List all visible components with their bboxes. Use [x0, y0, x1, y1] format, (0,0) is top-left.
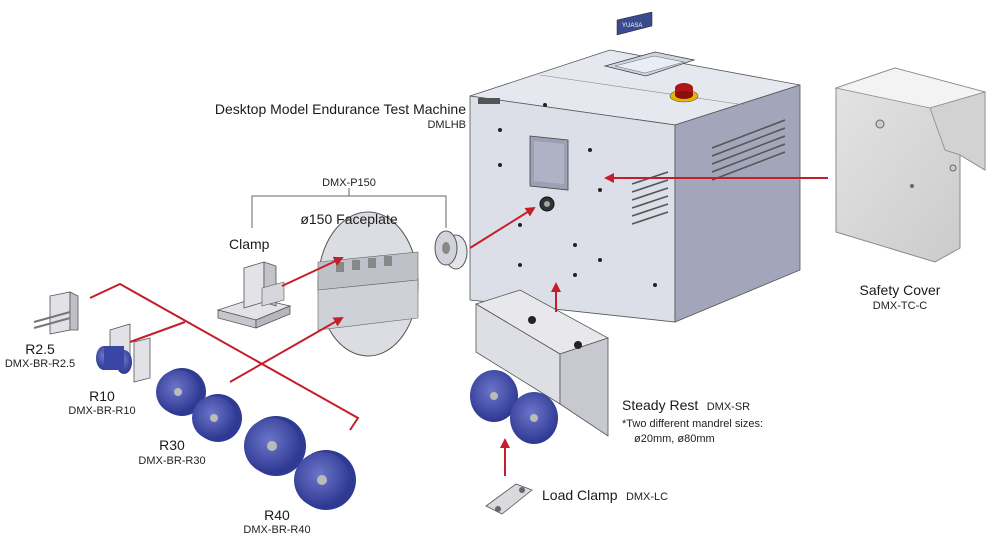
mandrel-r10-size: R10	[89, 388, 115, 404]
mandrel-r2-5-size: R2.5	[25, 341, 55, 357]
steady-rest-label: Steady Rest DMX-SR	[622, 397, 750, 415]
faceplate-label: ø150 Faceplate	[300, 211, 398, 227]
steady-rest-note: *Two different mandrel sizes:	[622, 418, 764, 430]
machine-title: Desktop Model Endurance Test Machine	[214, 101, 466, 117]
mandrel-r10-model: DMX-BR-R10	[68, 405, 136, 417]
steady-rest-sizes: ø20mm, ø80mm	[634, 433, 715, 445]
faceplate	[317, 211, 419, 357]
safety-cover-model: DMX-TC-C	[872, 300, 928, 312]
steady-rest	[470, 289, 609, 444]
safety-cover-name: Safety Cover	[859, 282, 941, 298]
faceplate-hub	[434, 230, 468, 270]
faceplate-group-model: DMX-P150	[322, 177, 376, 189]
mandrel-r2-5-model: DMX-BR-R2.5	[4, 358, 76, 370]
safety-cover	[834, 67, 987, 263]
mandrel-r40-size: R40	[264, 507, 290, 523]
steady-rest-model: DMX-SR	[706, 401, 751, 413]
clamp-label: Clamp	[229, 236, 270, 252]
machine-model: DMLHB	[427, 119, 466, 131]
mandrel-r10	[96, 323, 151, 383]
mandrel-r40-model: DMX-BR-R40	[243, 524, 311, 536]
connection-lines	[89, 173, 828, 476]
clamp	[216, 261, 292, 329]
load-clamp-name: Load Clamp	[542, 487, 618, 503]
mandrel-r30-size: R30	[159, 437, 185, 453]
load-clamp-model: DMX-LC	[625, 491, 669, 503]
machine-badge: YUASA	[622, 23, 642, 29]
load-clamp	[485, 483, 533, 515]
load-clamp-label: Load Clamp DMX-LC	[542, 487, 668, 505]
mandrel-r2-5	[33, 291, 79, 335]
emergency-stop-icon	[669, 83, 699, 103]
mandrel-r40	[244, 416, 356, 510]
mandrel-r30	[156, 368, 242, 442]
test-machine: YUASA	[469, 11, 801, 323]
mandrel-r30-model: DMX-BR-R30	[138, 455, 206, 467]
steady-rest-name: Steady Rest	[622, 397, 699, 413]
